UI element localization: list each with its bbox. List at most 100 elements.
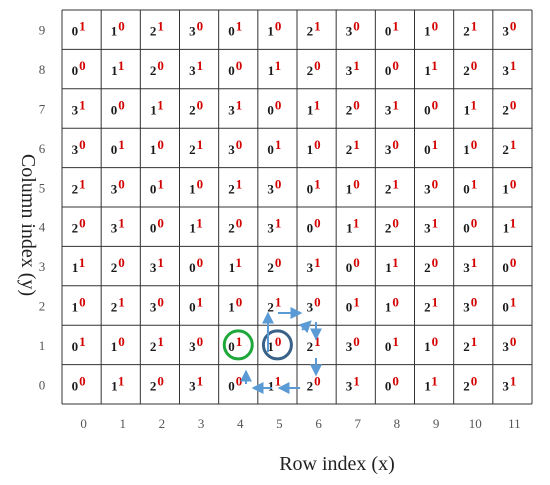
- cell-main-digit: 2: [267, 260, 274, 275]
- cell-main-digit: 1: [385, 300, 392, 315]
- x-tick-label: 11: [508, 416, 521, 431]
- cell-superscript-digit: 0: [392, 58, 399, 73]
- cell-main-digit: 3: [463, 260, 470, 275]
- grid-cell-value: 11: [229, 255, 242, 275]
- cell-main-digit: 2: [228, 221, 235, 236]
- cell-main-digit: 2: [385, 181, 392, 196]
- grid-cell-value: 31: [111, 216, 125, 236]
- cell-main-digit: 2: [111, 260, 118, 275]
- cell-superscript-digit: 0: [275, 98, 282, 113]
- grid-cell-value: 01: [424, 137, 438, 157]
- grid-cell-value: 20: [424, 255, 438, 275]
- grid-cell-value: 11: [150, 98, 163, 118]
- cell-main-digit: 1: [72, 260, 78, 275]
- cell-superscript-digit: 1: [157, 176, 164, 191]
- grid-cell-value: 11: [307, 98, 320, 118]
- grid-cell-value: 10: [424, 334, 438, 354]
- grid-cell-value: 10: [463, 137, 477, 157]
- x-axis-label: Row index (x): [279, 453, 395, 475]
- grid-cell-value: 00: [385, 373, 399, 393]
- grid-cell-value: 31: [189, 373, 203, 393]
- cell-main-digit: 3: [424, 181, 431, 196]
- cell-main-digit: 1: [72, 300, 79, 315]
- cell-main-digit: 0: [385, 63, 392, 78]
- grid-cell-value: 20: [307, 373, 321, 393]
- cell-main-digit: 2: [267, 300, 274, 315]
- cell-superscript-digit: 0: [236, 216, 243, 231]
- cell-superscript-digit: 0: [392, 373, 399, 388]
- grid-cell-value: 01: [502, 295, 516, 315]
- cell-main-digit: 0: [267, 103, 274, 118]
- grid-cell-value: 01: [111, 137, 125, 157]
- grid-cell-value: 01: [228, 19, 242, 39]
- y-axis-label: Column index (y): [17, 154, 39, 296]
- grid-cell-value: 21: [72, 176, 86, 196]
- cell-superscript-digit: 0: [471, 295, 478, 310]
- cell-main-digit: 2: [346, 103, 353, 118]
- y-tick-label: 3: [39, 259, 46, 274]
- cell-superscript-digit: 1: [431, 58, 438, 73]
- grid-cell-value: 01: [346, 295, 360, 315]
- cell-superscript-digit: 0: [471, 58, 478, 73]
- grid-cell-value: 20: [463, 58, 477, 78]
- cell-main-digit: 2: [307, 63, 314, 78]
- cell-superscript-digit: 0: [510, 334, 516, 349]
- traversal-arrows: [240, 307, 322, 394]
- cell-superscript-digit: 1: [118, 373, 125, 388]
- cell-main-digit: 2: [424, 260, 431, 275]
- y-tick-label: 6: [39, 141, 46, 156]
- cell-superscript-digit: 0: [197, 19, 204, 34]
- cell-main-digit: 2: [189, 142, 196, 157]
- grid-cell-value: 10: [267, 19, 281, 39]
- cell-superscript-digit: 0: [353, 98, 360, 113]
- y-tick-label: 8: [39, 62, 46, 77]
- grid-cell-value: 20: [307, 58, 321, 78]
- cell-main-digit: 0: [463, 181, 470, 196]
- cell-superscript-digit: 1: [235, 255, 242, 270]
- cell-main-digit: 3: [189, 63, 196, 78]
- grid-cell-value: 31: [150, 255, 164, 275]
- cell-superscript-digit: 0: [275, 255, 282, 270]
- cell-main-digit: 2: [463, 378, 470, 393]
- grid-cell-value: 10: [424, 19, 438, 39]
- grid-cell-value: 21: [111, 295, 125, 315]
- x-tick-label: 10: [469, 416, 482, 431]
- cell-superscript-digit: 0: [118, 98, 125, 113]
- cell-superscript-digit: 1: [314, 19, 321, 34]
- cell-superscript-digit: 1: [118, 216, 125, 231]
- cell-main-digit: 3: [267, 221, 274, 236]
- cell-main-digit: 0: [228, 63, 235, 78]
- cell-superscript-digit: 0: [392, 137, 399, 152]
- grid-cell-value: 10: [150, 137, 164, 157]
- grid-cell-value: 10: [502, 176, 516, 196]
- cell-main-digit: 2: [228, 181, 235, 196]
- cell-superscript-digit: 1: [118, 295, 125, 310]
- cell-superscript-digit: 0: [79, 137, 86, 152]
- cell-main-digit: 0: [189, 300, 196, 315]
- cell-superscript-digit: 1: [275, 216, 282, 231]
- grid-cell-value: 01: [72, 19, 86, 39]
- grid-cell-value: 00: [72, 58, 86, 78]
- cell-superscript-digit: 1: [197, 295, 204, 310]
- grid-cell-value: 30: [228, 137, 242, 157]
- cell-main-digit: 3: [189, 378, 196, 393]
- cell-superscript-digit: 1: [236, 334, 243, 349]
- grid-cell-value: 00: [228, 373, 242, 393]
- cell-superscript-digit: 1: [510, 295, 516, 310]
- grid-cell-value: 01: [189, 295, 203, 315]
- cell-superscript-digit: 1: [79, 255, 86, 270]
- cell-superscript-digit: 1: [353, 58, 360, 73]
- grid-cell-value: 20: [72, 216, 86, 236]
- cell-main-digit: 2: [150, 378, 157, 393]
- y-tick-label: 5: [39, 180, 46, 195]
- cell-main-digit: 2: [150, 339, 157, 354]
- cell-superscript-digit: 1: [79, 334, 86, 349]
- cell-main-digit: 1: [228, 300, 235, 315]
- grid-cell-value: 30: [502, 334, 516, 354]
- x-tick-label: 0: [80, 416, 87, 431]
- highlight-circles: [222, 329, 293, 361]
- cell-main-digit: 0: [228, 24, 235, 39]
- cell-superscript-digit: 0: [471, 137, 478, 152]
- cell-superscript-digit: 1: [275, 58, 282, 73]
